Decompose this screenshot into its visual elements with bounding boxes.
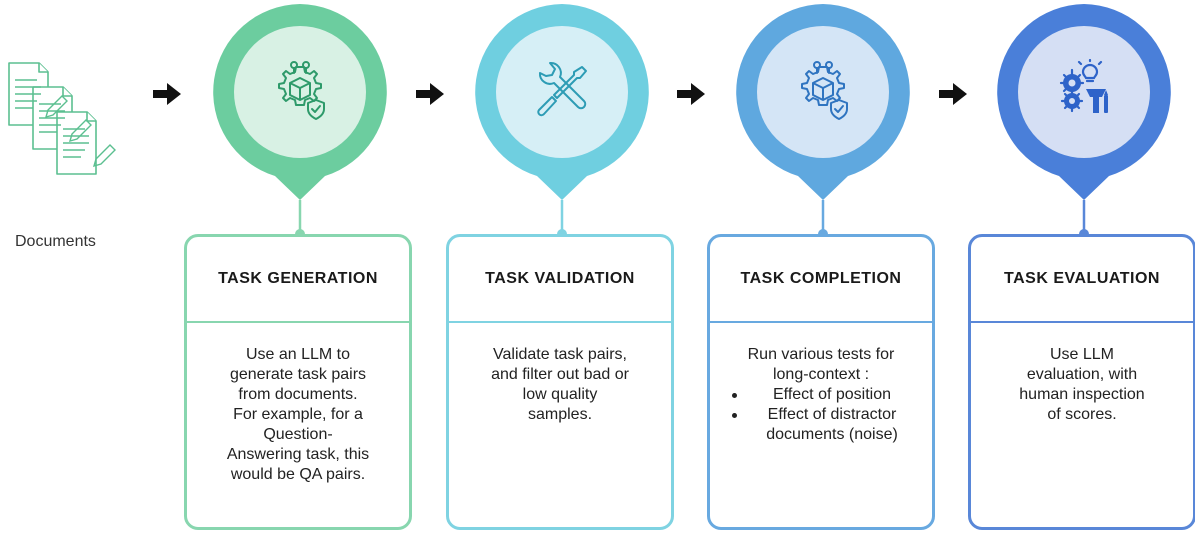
gear-box-check-icon <box>278 61 325 120</box>
stage-title: TASK COMPLETION <box>710 237 932 323</box>
stage-card: TASK COMPLETION Run various tests for lon… <box>707 234 935 530</box>
description-line: Use LLM <box>1049 346 1115 363</box>
description-line: long-context : <box>772 366 870 383</box>
stage-description: Use an LLM to generate task pairs from doc… <box>187 323 409 485</box>
stage-description: Validate task pairs, and filter out bad o… <box>449 323 671 425</box>
stage-pin-marker <box>213 4 387 239</box>
stage-pin-marker <box>736 4 910 239</box>
stage-title: TASK VALIDATION <box>449 237 671 323</box>
stage-card: TASK GENERATION Use an LLM to generate ta… <box>184 234 412 530</box>
description-line: and filter out bad or <box>491 366 629 383</box>
gear-box-check-icon <box>801 61 848 120</box>
stage-title: TASK EVALUATION <box>971 237 1193 323</box>
description-line: samples. <box>527 406 593 423</box>
description-line: evaluation, with <box>1026 366 1138 383</box>
description-line: Answering task, this <box>226 446 370 463</box>
wrench-screwdriver-icon <box>537 61 587 117</box>
stage-task-evaluation: TASK EVALUATION Use LLM evaluation, with h… <box>968 0 1195 539</box>
stage-card: TASK VALIDATION Validate task pairs, and … <box>446 234 674 530</box>
stage-pin-marker <box>475 4 649 239</box>
arrow-right-icon <box>939 83 967 105</box>
documents-icon <box>8 62 116 175</box>
description-line: Question- <box>263 426 333 443</box>
description-line: low quality <box>522 386 598 403</box>
stage-description: Run various tests for long-context : Effec… <box>710 323 932 445</box>
stage-task-completion: TASK COMPLETION Run various tests for lon… <box>707 0 939 539</box>
description-line: Run various tests for <box>747 346 895 363</box>
description-line: from documents. <box>238 386 358 403</box>
arrow-right-icon <box>677 83 705 105</box>
gears-lightbulb-icon <box>1059 59 1108 113</box>
stage-task-validation: TASK VALIDATION Validate task pairs, and … <box>446 0 678 539</box>
description-line: would be QA pairs. <box>230 466 366 483</box>
documents-label: Documents <box>15 233 96 250</box>
stage-title: TASK GENERATION <box>187 237 409 323</box>
arrow-right-icon <box>153 83 181 105</box>
description-line: For example, for a <box>233 406 363 423</box>
description-line: human inspection <box>1019 386 1145 403</box>
stage-pin-marker <box>997 4 1171 239</box>
stage-card: TASK EVALUATION Use LLM evaluation, with h… <box>968 234 1195 530</box>
stage-description: Use LLM evaluation, with human inspection o… <box>971 323 1193 425</box>
bullet-item: Effect of position <box>724 385 918 405</box>
description-line: generate task pairs <box>229 366 367 383</box>
description-line: of scores. <box>1047 406 1117 423</box>
description-line: Use an LLM to <box>245 346 351 363</box>
stage-task-generation: TASK GENERATION Use an LLM to generate ta… <box>184 0 416 539</box>
arrow-right-icon <box>416 83 444 105</box>
description-line: Validate task pairs, <box>493 346 627 363</box>
bullet-item: Effect of distractor documents (noise) <box>724 405 918 445</box>
